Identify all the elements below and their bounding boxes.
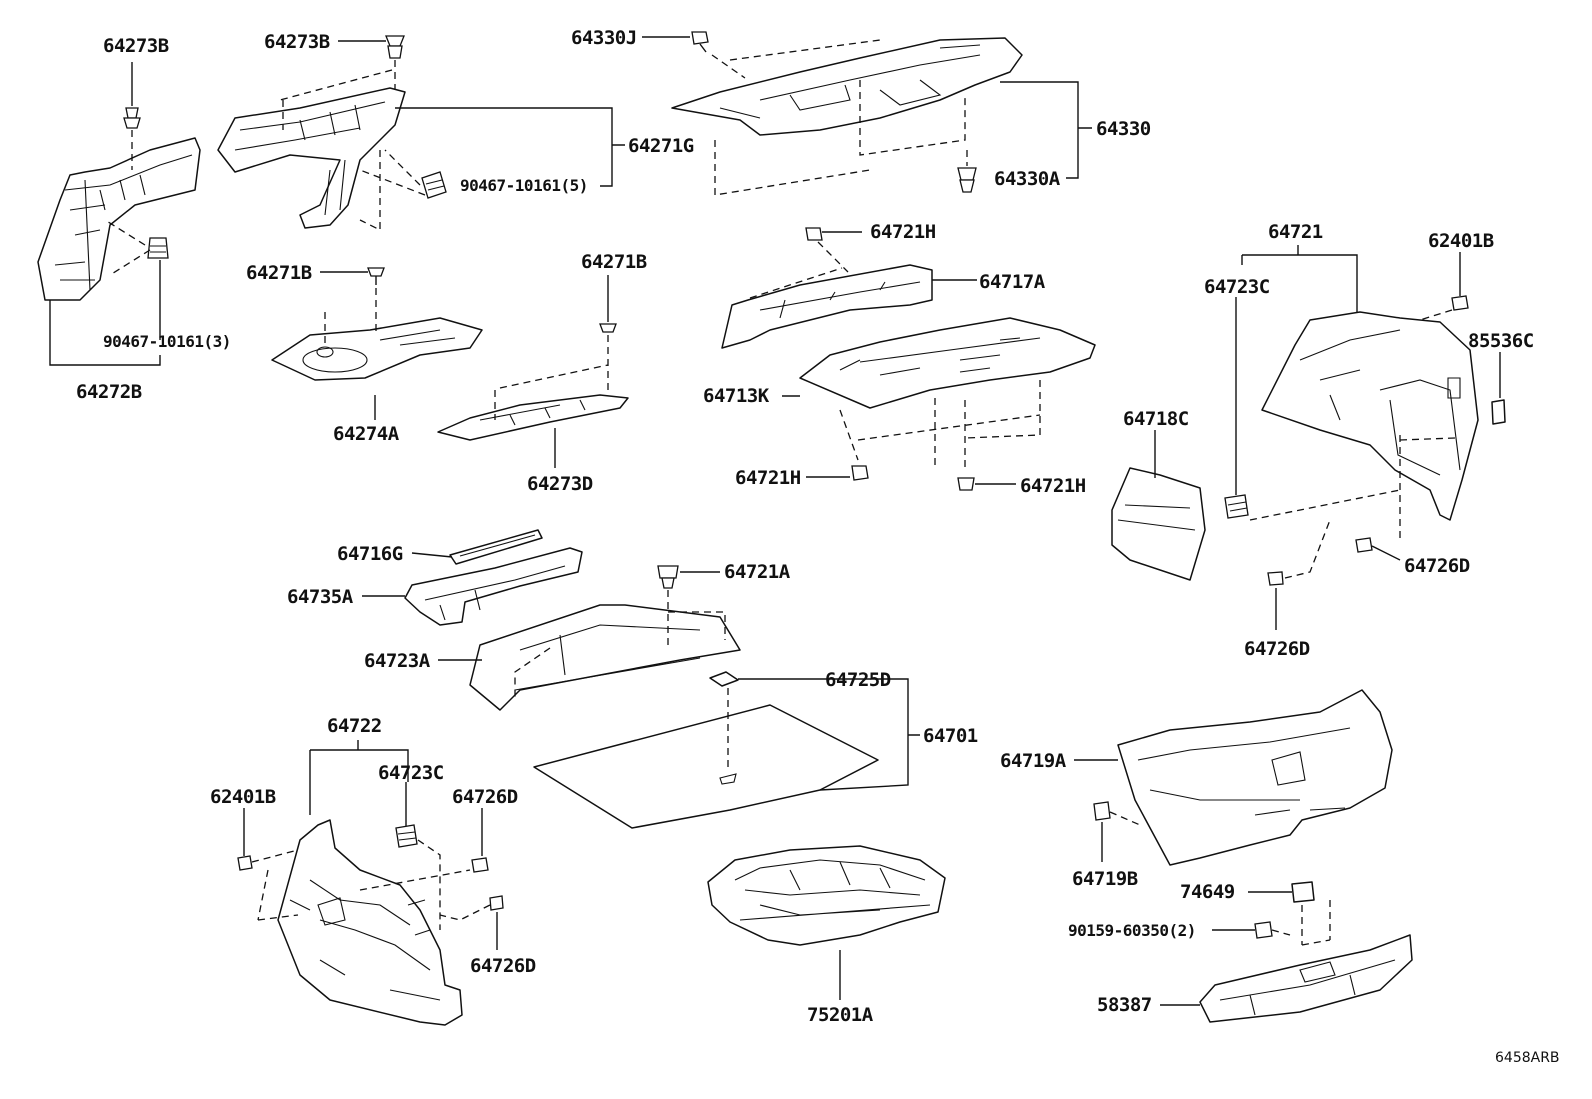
part-64735A	[404, 547, 583, 626]
label-64735A: 64735A	[287, 586, 354, 608]
label-64722: 64722	[327, 715, 382, 737]
part-64716G	[449, 529, 543, 565]
label-64271B-b: 64271B	[581, 251, 647, 273]
clip-64726D-left-a	[471, 857, 489, 873]
clip-64271B-left	[367, 267, 385, 285]
part-64271G-side-trim	[217, 87, 406, 229]
label-64717A: 64717A	[979, 271, 1046, 293]
part-75201A-tray	[707, 845, 946, 946]
clip-64723C-right	[1224, 494, 1249, 519]
label-64330J: 64330J	[571, 27, 637, 49]
part-64719A-trunk-lid-trim	[1117, 689, 1393, 866]
label-64719B: 64719B	[1072, 868, 1138, 890]
part-64272B-quarter-trim	[37, 137, 201, 301]
label-64713K: 64713K	[703, 385, 770, 407]
label-62401B-b: 62401B	[210, 786, 276, 808]
part-58387-garnish	[1199, 934, 1413, 1023]
clip-64330A	[957, 167, 977, 193]
label-64721H-a: 64721H	[870, 221, 936, 243]
label-64330: 64330	[1096, 118, 1151, 140]
label-64721H-c: 64721H	[1020, 475, 1086, 497]
label-90467-3: 90467-10161(3)	[103, 332, 231, 351]
clip-64726D-right-b	[1267, 571, 1284, 586]
part-85536C-pad	[1491, 399, 1506, 425]
label-64726D-d: 64726D	[470, 955, 536, 977]
label-64274A: 64274A	[333, 423, 400, 445]
label-64726D-b: 64726D	[1244, 638, 1310, 660]
label-64271G: 64271G	[628, 135, 694, 157]
clip-64273B-left	[123, 62, 141, 129]
label-64273B-a: 64273B	[103, 35, 169, 57]
clip-64721A	[657, 565, 679, 589]
part-64721-quarter-trim	[1261, 311, 1479, 521]
label-64719A: 64719A	[1000, 750, 1067, 772]
part-64330-package-tray	[671, 37, 1023, 136]
label-64723C-b: 64723C	[378, 762, 444, 784]
label-64725D: 64725D	[825, 669, 891, 691]
part-64713K-floor-trim	[799, 317, 1096, 409]
part-64701-floor-mat	[533, 704, 879, 829]
label-75201A: 75201A	[807, 1004, 874, 1026]
label-64726D-c: 64726D	[452, 786, 518, 808]
label-64273B-b: 64273B	[264, 31, 330, 53]
label-62401B-a: 62401B	[1428, 230, 1494, 252]
part-64274A	[271, 317, 483, 381]
label-64723A: 64723A	[364, 650, 431, 672]
label-64272B: 64272B	[76, 381, 142, 403]
label-64330A: 64330A	[994, 168, 1061, 190]
clip-64721H-top	[805, 227, 823, 241]
label-64721: 64721	[1268, 221, 1323, 243]
label-58387: 58387	[1097, 994, 1152, 1016]
part-64273D	[437, 394, 629, 441]
part-64725D-tab	[709, 671, 739, 687]
label-64723C-a: 64723C	[1204, 276, 1270, 298]
clip-64726D-right-a	[1355, 537, 1373, 553]
clip-62401B-right	[1451, 295, 1469, 311]
label-64271B-a: 64271B	[246, 262, 312, 284]
label-90467-5: 90467-10161(5)	[460, 176, 588, 195]
diagram-code: 6458ARB	[1495, 1050, 1560, 1066]
clip-64271B-right	[599, 323, 617, 333]
label-64721H-b: 64721H	[735, 467, 801, 489]
part-64718C	[1111, 467, 1206, 581]
clip-64719B	[1093, 801, 1111, 821]
label-74649: 74649	[1180, 881, 1235, 903]
clip-64723C-left	[395, 824, 418, 848]
label-64726D-a: 64726D	[1404, 555, 1470, 577]
label-85536C: 85536C	[1468, 330, 1534, 352]
clip-90159	[1254, 921, 1273, 939]
clip-64721H-right	[957, 477, 975, 491]
part-64717A	[721, 264, 933, 349]
label-64716G: 64716G	[337, 543, 403, 565]
clip-90467-left	[147, 237, 169, 259]
clip-62401B-left	[237, 855, 253, 871]
clip-64330J	[691, 31, 709, 53]
label-64718C: 64718C	[1123, 408, 1189, 430]
label-64701: 64701	[923, 725, 978, 747]
part-64723A	[469, 604, 741, 711]
label-64721A: 64721A	[724, 561, 791, 583]
clip-64721H-left	[851, 465, 869, 481]
part-64722-quarter-trim	[277, 819, 463, 1026]
label-90159: 90159-60350(2)	[1068, 921, 1196, 940]
label-64273D: 64273D	[527, 473, 593, 495]
clip-64273B-upper	[385, 35, 405, 59]
part-74649	[1291, 881, 1315, 903]
clip-90467-upper	[421, 171, 447, 199]
clip-64726D-left-b	[489, 895, 504, 911]
